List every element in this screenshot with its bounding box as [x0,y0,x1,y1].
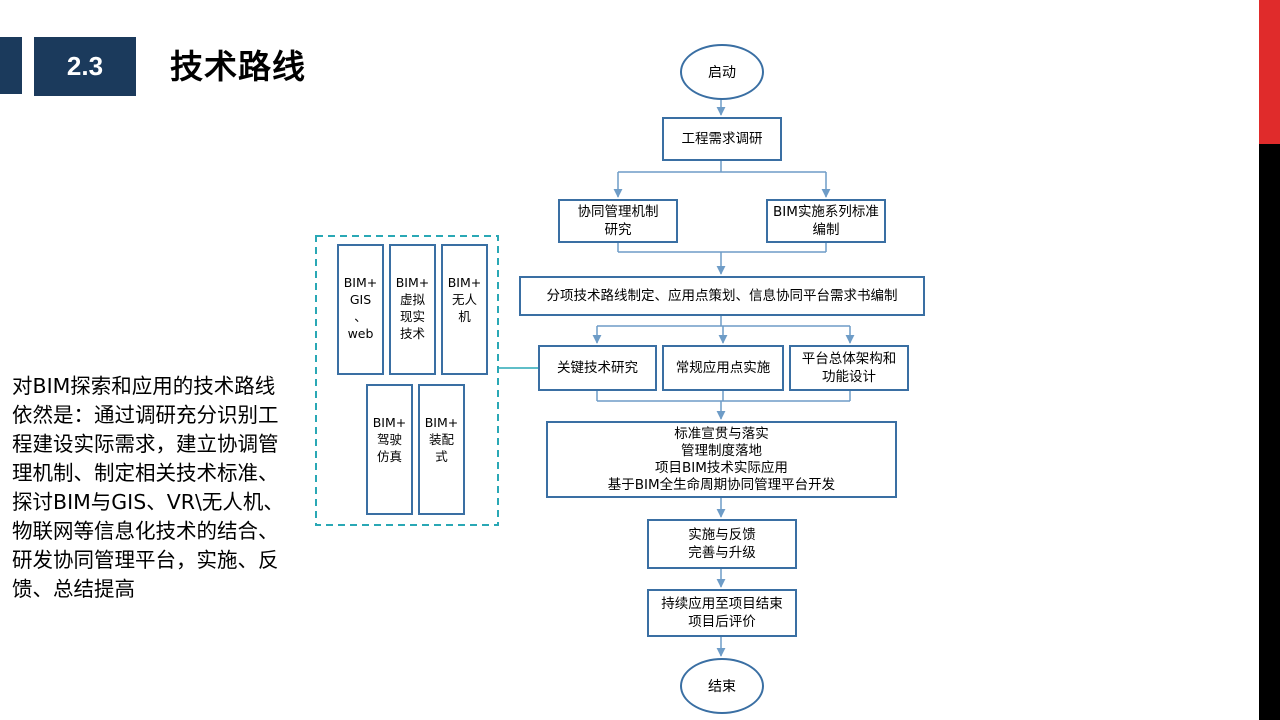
flow-node-routine-apps: 常规应用点实施 [662,345,784,391]
bim-plus-box: BIM+ 虚拟 现实 技术 [389,244,436,375]
bim-plus-box: BIM+ 无人 机 [441,244,488,375]
flow-node-continuous: 持续应用至项目结束 项目后评价 [647,589,797,637]
flow-end-node: 结束 [680,658,764,714]
flow-node-feedback: 实施与反馈 完善与升级 [647,519,797,569]
flow-node-standards: BIM实施系列标准 编制 [766,199,886,243]
slide-title: 技术路线 [170,47,306,86]
section-number-badge: 2.3 [34,37,136,96]
flow-node-implementation: 标准宣贯与落实 管理制度落地 项目BIM技术实际应用 基于BIM全生命周期协同管… [546,421,897,498]
bim-plus-box: BIM+ GIS 、 web [337,244,384,375]
bim-plus-box: BIM+ 驾驶 仿真 [366,384,413,515]
flow-node-planning: 分项技术路线制定、应用点策划、信息协同平台需求书编制 [519,276,925,316]
flow-node-survey: 工程需求调研 [662,117,782,161]
bim-plus-box: BIM+ 装配 式 [418,384,465,515]
flow-node-mechanism: 协同管理机制 研究 [558,199,678,243]
left-accent-bar [0,37,22,94]
right-black-strip [1259,144,1280,720]
description-text: 对BIM探索和应用的技术路线依然是：通过调研充分识别工程建设实际需求，建立协调管… [12,374,284,601]
right-red-strip [1259,0,1280,144]
flow-start-node: 启动 [680,44,764,100]
flow-node-platform-design: 平台总体架构和 功能设计 [789,345,909,391]
flow-node-key-research: 关键技术研究 [538,345,657,391]
